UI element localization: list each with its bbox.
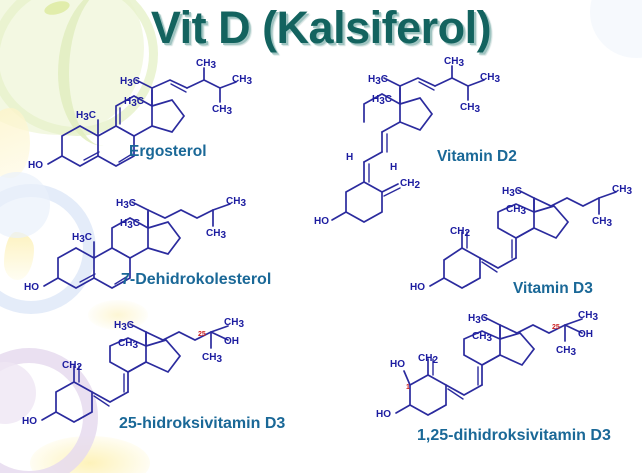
atom-label-h-d2-a: H (346, 152, 353, 163)
label-vitamin-d2: Vitamin D2 (437, 148, 517, 165)
label-ergosterol: Ergosterol (129, 143, 207, 160)
atom-label-ch3-7dhc-a: CH3 (226, 196, 246, 209)
atom-label-h3c-d3-sc: H3C (502, 186, 522, 199)
atom-label-ho-125-c3: HO (376, 409, 391, 420)
atom-label-ch2-125: CH2 (418, 353, 438, 366)
atom-label-ho-125-c1: HO (390, 359, 405, 370)
label-7-dehidrokolesterol: 7-Dehidrokolesterol (121, 271, 272, 288)
atom-label-ch3-d2-a: CH3 (444, 56, 464, 69)
atom-label-ho-d2: HO (314, 216, 329, 227)
structure-125-dihidroksivitamin-d3: HO HO 1 CH2 H3C CH3 CH3 OH CH3 25 (376, 310, 598, 420)
atom-label-ch3-7dhc-b: CH3 (206, 228, 226, 241)
atom-label-h3c-7dhc-c18: H3C (120, 218, 140, 231)
atom-label-ch2-25ohd3: CH2 (62, 360, 82, 373)
structure-25-hidroksivitamin-d3: HO CH2 H3C CH3 CH3 OH CH3 25 (22, 317, 244, 427)
atom-number-1: 1 (406, 384, 410, 391)
atom-label-oh-125: OH (578, 329, 593, 340)
atom-label-ch3-d2-b: CH3 (480, 72, 500, 85)
label-125-dihidroksivitamin-d3: 1,25-dihidroksivitamin D3 (417, 427, 611, 444)
atom-label-ch3-125-a: CH3 (578, 310, 598, 323)
label-vitamin-d3: Vitamin D3 (513, 280, 593, 297)
structure-vitamin-d2: HO H3C H3C CH3 CH3 CH3 H H CH2 (314, 56, 500, 227)
atom-label-ch3-125-c18: CH3 (472, 331, 492, 344)
atom-label-oh-25ohd3: OH (224, 336, 239, 347)
slide-title: Vit D (Kalsiferol) (150, 2, 492, 53)
decor-yellow-blob-bottom (30, 436, 150, 473)
atom-number-25-b: 25 (552, 324, 560, 331)
atom-label-ch3-d3-a: CH3 (612, 184, 632, 197)
structure-7-dehidrokolesterol: HO H3C H3C H3C CH3 CH3 (24, 196, 246, 293)
atom-label-ch3-25ohd3-b: CH3 (202, 352, 222, 365)
atom-label-ho-d3: HO (410, 282, 425, 293)
atom-label-h3c-125-sc: H3C (468, 313, 488, 326)
atom-label-h3c-d2-c18: H3C (372, 94, 392, 107)
atom-label-h-d2-b: H (390, 162, 397, 173)
atom-label-h3c-7dhc-c19: H3C (72, 232, 92, 245)
atom-label-ho-25ohd3: HO (22, 416, 37, 427)
atom-label-ch3-d2-c: CH3 (460, 102, 480, 115)
atom-label-ho: HO (28, 160, 43, 171)
atom-label-ch3-c: CH3 (212, 104, 232, 117)
atom-label-h3c-c18: H3C (124, 96, 144, 109)
atom-label-h3c-sidechain: H3C (120, 76, 140, 89)
atom-label-h3c-d2-sc: H3C (368, 74, 388, 87)
atom-label-ch3-125-b: CH3 (556, 345, 576, 358)
atom-label-ho-7dhc: HO (24, 282, 39, 293)
structure-ergosterol: HO H3C H3C H3C CH3 CH3 CH3 (28, 58, 252, 171)
atom-label-h3c-25ohd3-sc: H3C (114, 320, 134, 333)
label-25-hidroksivitamin-d3: 25-hidroksivitamin D3 (119, 415, 286, 432)
atom-label-ch2-d2: CH2 (400, 178, 420, 191)
atom-label-h3c-c19: H3C (76, 110, 96, 123)
atom-label-ch2-d3: CH2 (450, 226, 470, 239)
atom-label-ch3-b: CH3 (232, 74, 252, 87)
atom-label-ch3-a: CH3 (196, 58, 216, 71)
atom-label-ch3-d3-b: CH3 (592, 216, 612, 229)
atom-label-h3c-7dhc-sc: H3C (116, 198, 136, 211)
atom-label-ch3-25ohd3-c18: CH3 (118, 338, 138, 351)
atom-label-ch3-25ohd3-a: CH3 (224, 317, 244, 330)
atom-label-ch3-d3-c18: CH3 (506, 204, 526, 217)
structure-vitamin-d3: HO CH2 H3C CH3 CH3 CH3 (410, 184, 632, 293)
atom-number-25: 25 (198, 331, 206, 338)
